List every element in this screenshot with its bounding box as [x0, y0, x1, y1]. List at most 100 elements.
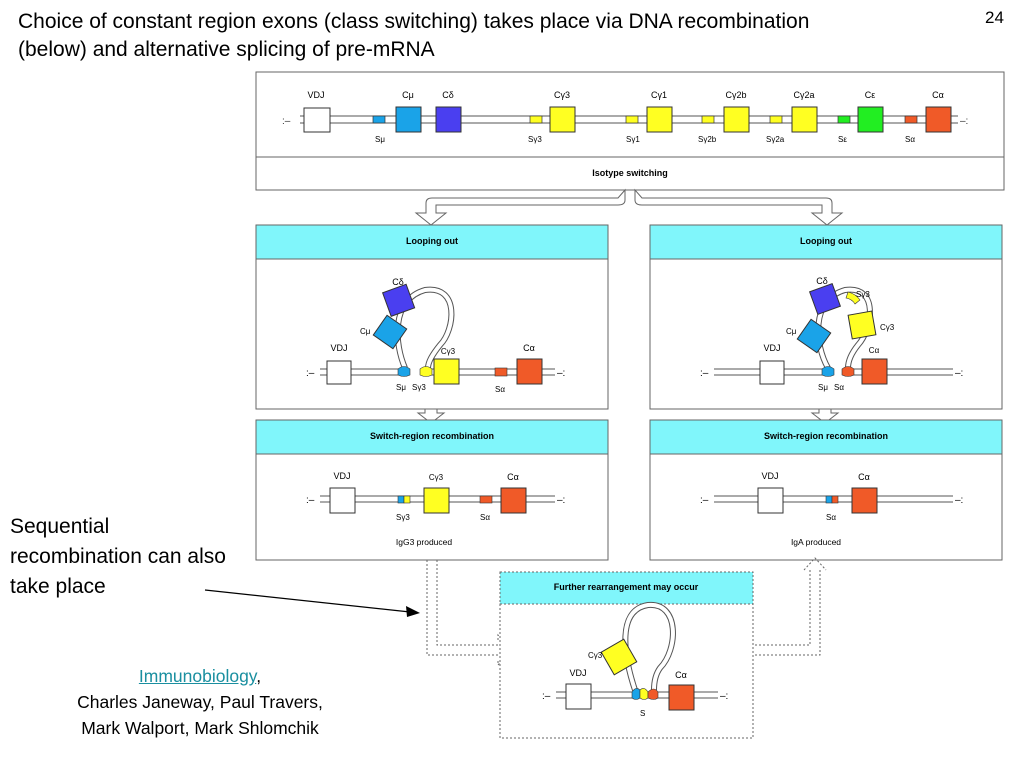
left-loop-c-delta: [381, 283, 416, 317]
c-g2a-label: Cγ2a: [793, 90, 814, 100]
s-alpha-label: Sα: [905, 135, 915, 144]
c-mu-exon: [395, 106, 422, 133]
further-s-label: S: [640, 709, 645, 718]
right-loop-vdj: [759, 360, 785, 385]
right-loop-s-mu: Sμ: [818, 383, 828, 392]
right-switch-c-alpha: [851, 487, 878, 514]
svg-text::–: :–: [306, 368, 315, 379]
svg-text::–: :–: [542, 691, 551, 702]
c-alpha-label: Cα: [932, 90, 944, 100]
slide-title: Choice of constant region exons (class s…: [18, 10, 810, 61]
down-arrows: [416, 408, 840, 424]
further-c-alpha-label: Cα: [675, 670, 687, 680]
c-delta-exon: [435, 106, 462, 133]
left-loop-header: Looping out: [406, 236, 458, 246]
left-switch-c-alpha-label: Cα: [507, 472, 519, 482]
c-g1-exon: [646, 106, 673, 133]
s-mu-region: [372, 115, 386, 124]
left-switch-c-alpha: [500, 487, 527, 514]
s-g2b-label: Sγ2b: [698, 135, 717, 144]
left-switch-panel: Switch-region recombination :– –: VDJ Sγ…: [255, 419, 609, 561]
c-delta-label: Cδ: [442, 90, 454, 100]
svg-text:–:: –:: [960, 116, 968, 127]
left-switch-s-alpha: Sα: [480, 513, 490, 522]
svg-text:–:: –:: [955, 495, 963, 506]
svg-text::–: :–: [700, 495, 709, 506]
s-g2a-region: [769, 115, 783, 124]
left-loop-s-alpha: Sα: [495, 385, 505, 394]
right-switch-s-alpha: Sα: [826, 513, 836, 522]
left-loop-c-delta-label: Cδ: [392, 277, 404, 287]
svg-text:–:: –:: [955, 368, 963, 379]
right-loop-c-g3-label: Cγ3: [880, 323, 895, 332]
c-alpha-exon: [925, 106, 952, 133]
svg-text:–:: –:: [720, 691, 728, 702]
isotype-switching-label: Isotype switching: [592, 168, 668, 178]
right-loop-c-alpha: [861, 358, 888, 385]
c-mu-label: Cμ: [402, 90, 414, 100]
right-loop-vdj-label: VDJ: [763, 343, 780, 353]
left-loop-vdj: [326, 360, 352, 385]
right-loop-c-mu-label: Cμ: [786, 327, 797, 336]
sequential-note: Sequential recombination can also take p…: [10, 515, 226, 598]
further-c-alpha: [668, 684, 695, 711]
further-c-g3-label: Cγ3: [588, 651, 603, 660]
svg-text::–: :–: [306, 495, 315, 506]
page-number: 24: [985, 8, 1004, 27]
c-g3-exon: [549, 106, 576, 133]
right-loop-c-delta: [808, 282, 842, 316]
left-switch-vdj-label: VDJ: [333, 471, 350, 481]
left-loop-c-alpha-label: Cα: [523, 343, 535, 353]
left-looping-panel: Looping out :– –: VDJ Sμ Sγ3 Cγ3 Sα Cα C…: [255, 224, 609, 410]
svg-text:–:: –:: [557, 495, 565, 506]
left-loop-s-mu: Sμ: [396, 383, 406, 392]
right-loop-c-g3: [847, 310, 877, 340]
right-switch-header: Switch-region recombination: [764, 431, 888, 441]
s-eps-region: [837, 115, 851, 124]
left-loop-c-g3-label: Cγ3: [441, 347, 456, 356]
note-arrow: [204, 589, 420, 617]
c-eps-exon: [857, 106, 884, 133]
s-g1-label: Sγ1: [626, 135, 640, 144]
left-switch-header: Switch-region recombination: [370, 431, 494, 441]
left-loop-s-g3: Sγ3: [412, 383, 426, 392]
s-g1-region: [625, 115, 639, 124]
right-switch-c-alpha-label: Cα: [858, 472, 870, 482]
c-eps-label: Cε: [865, 90, 876, 100]
further-panel: Further rearrangement may occur :– –: VD…: [499, 571, 754, 739]
right-loop-c-delta-label: Cδ: [816, 276, 828, 286]
c-g1-label: Cγ1: [651, 90, 667, 100]
igg3-produced: IgG3 produced: [396, 537, 453, 547]
left-loop-c-mu-label: Cμ: [360, 327, 371, 336]
credit: Immunobiology, Charles Janeway, Paul Tra…: [20, 663, 380, 741]
book-link[interactable]: Immunobiology: [138, 666, 257, 686]
left-switch-c-g3-label: Cγ3: [429, 473, 444, 482]
c-g2b-exon: [723, 106, 750, 133]
branch-arrow: [414, 188, 844, 226]
s-g2b-region: [701, 115, 715, 124]
further-vdj: [565, 683, 592, 710]
c-g3-label: Cγ3: [554, 90, 570, 100]
right-looping-panel: Looping out :– –: VDJ Sμ Sα Cα Cμ Cδ Sγ3…: [649, 224, 1003, 410]
right-loop-c-alpha-label: Cα: [869, 346, 880, 355]
right-switch-vdj: [757, 487, 784, 514]
credit-authors-2: Mark Walport, Mark Shlomchik: [81, 718, 319, 738]
s-g2a-label: Sγ2a: [766, 135, 785, 144]
right-switch-panel: Switch-region recombination :– –: VDJ Sα…: [649, 419, 1003, 561]
right-loop-s-g3: Sγ3: [856, 290, 870, 299]
svg-text::–: :–: [700, 368, 709, 379]
further-c-g3: [600, 638, 638, 676]
left-loop-vdj-label: VDJ: [330, 343, 347, 353]
right-loop-header: Looping out: [800, 236, 852, 246]
further-vdj-label: VDJ: [569, 668, 586, 678]
right-loop-c-mu: [796, 318, 832, 354]
left-switch-vdj: [329, 487, 356, 514]
c-g2b-label: Cγ2b: [725, 90, 746, 100]
vdj-exon: [303, 107, 331, 133]
vdj-label: VDJ: [307, 90, 324, 100]
iga-produced: IgA produced: [791, 537, 841, 547]
credit-authors-1: Charles Janeway, Paul Travers,: [77, 692, 323, 712]
left-loop-c-mu: [372, 314, 408, 350]
left-switch-s-g3: Sγ3: [396, 513, 410, 522]
